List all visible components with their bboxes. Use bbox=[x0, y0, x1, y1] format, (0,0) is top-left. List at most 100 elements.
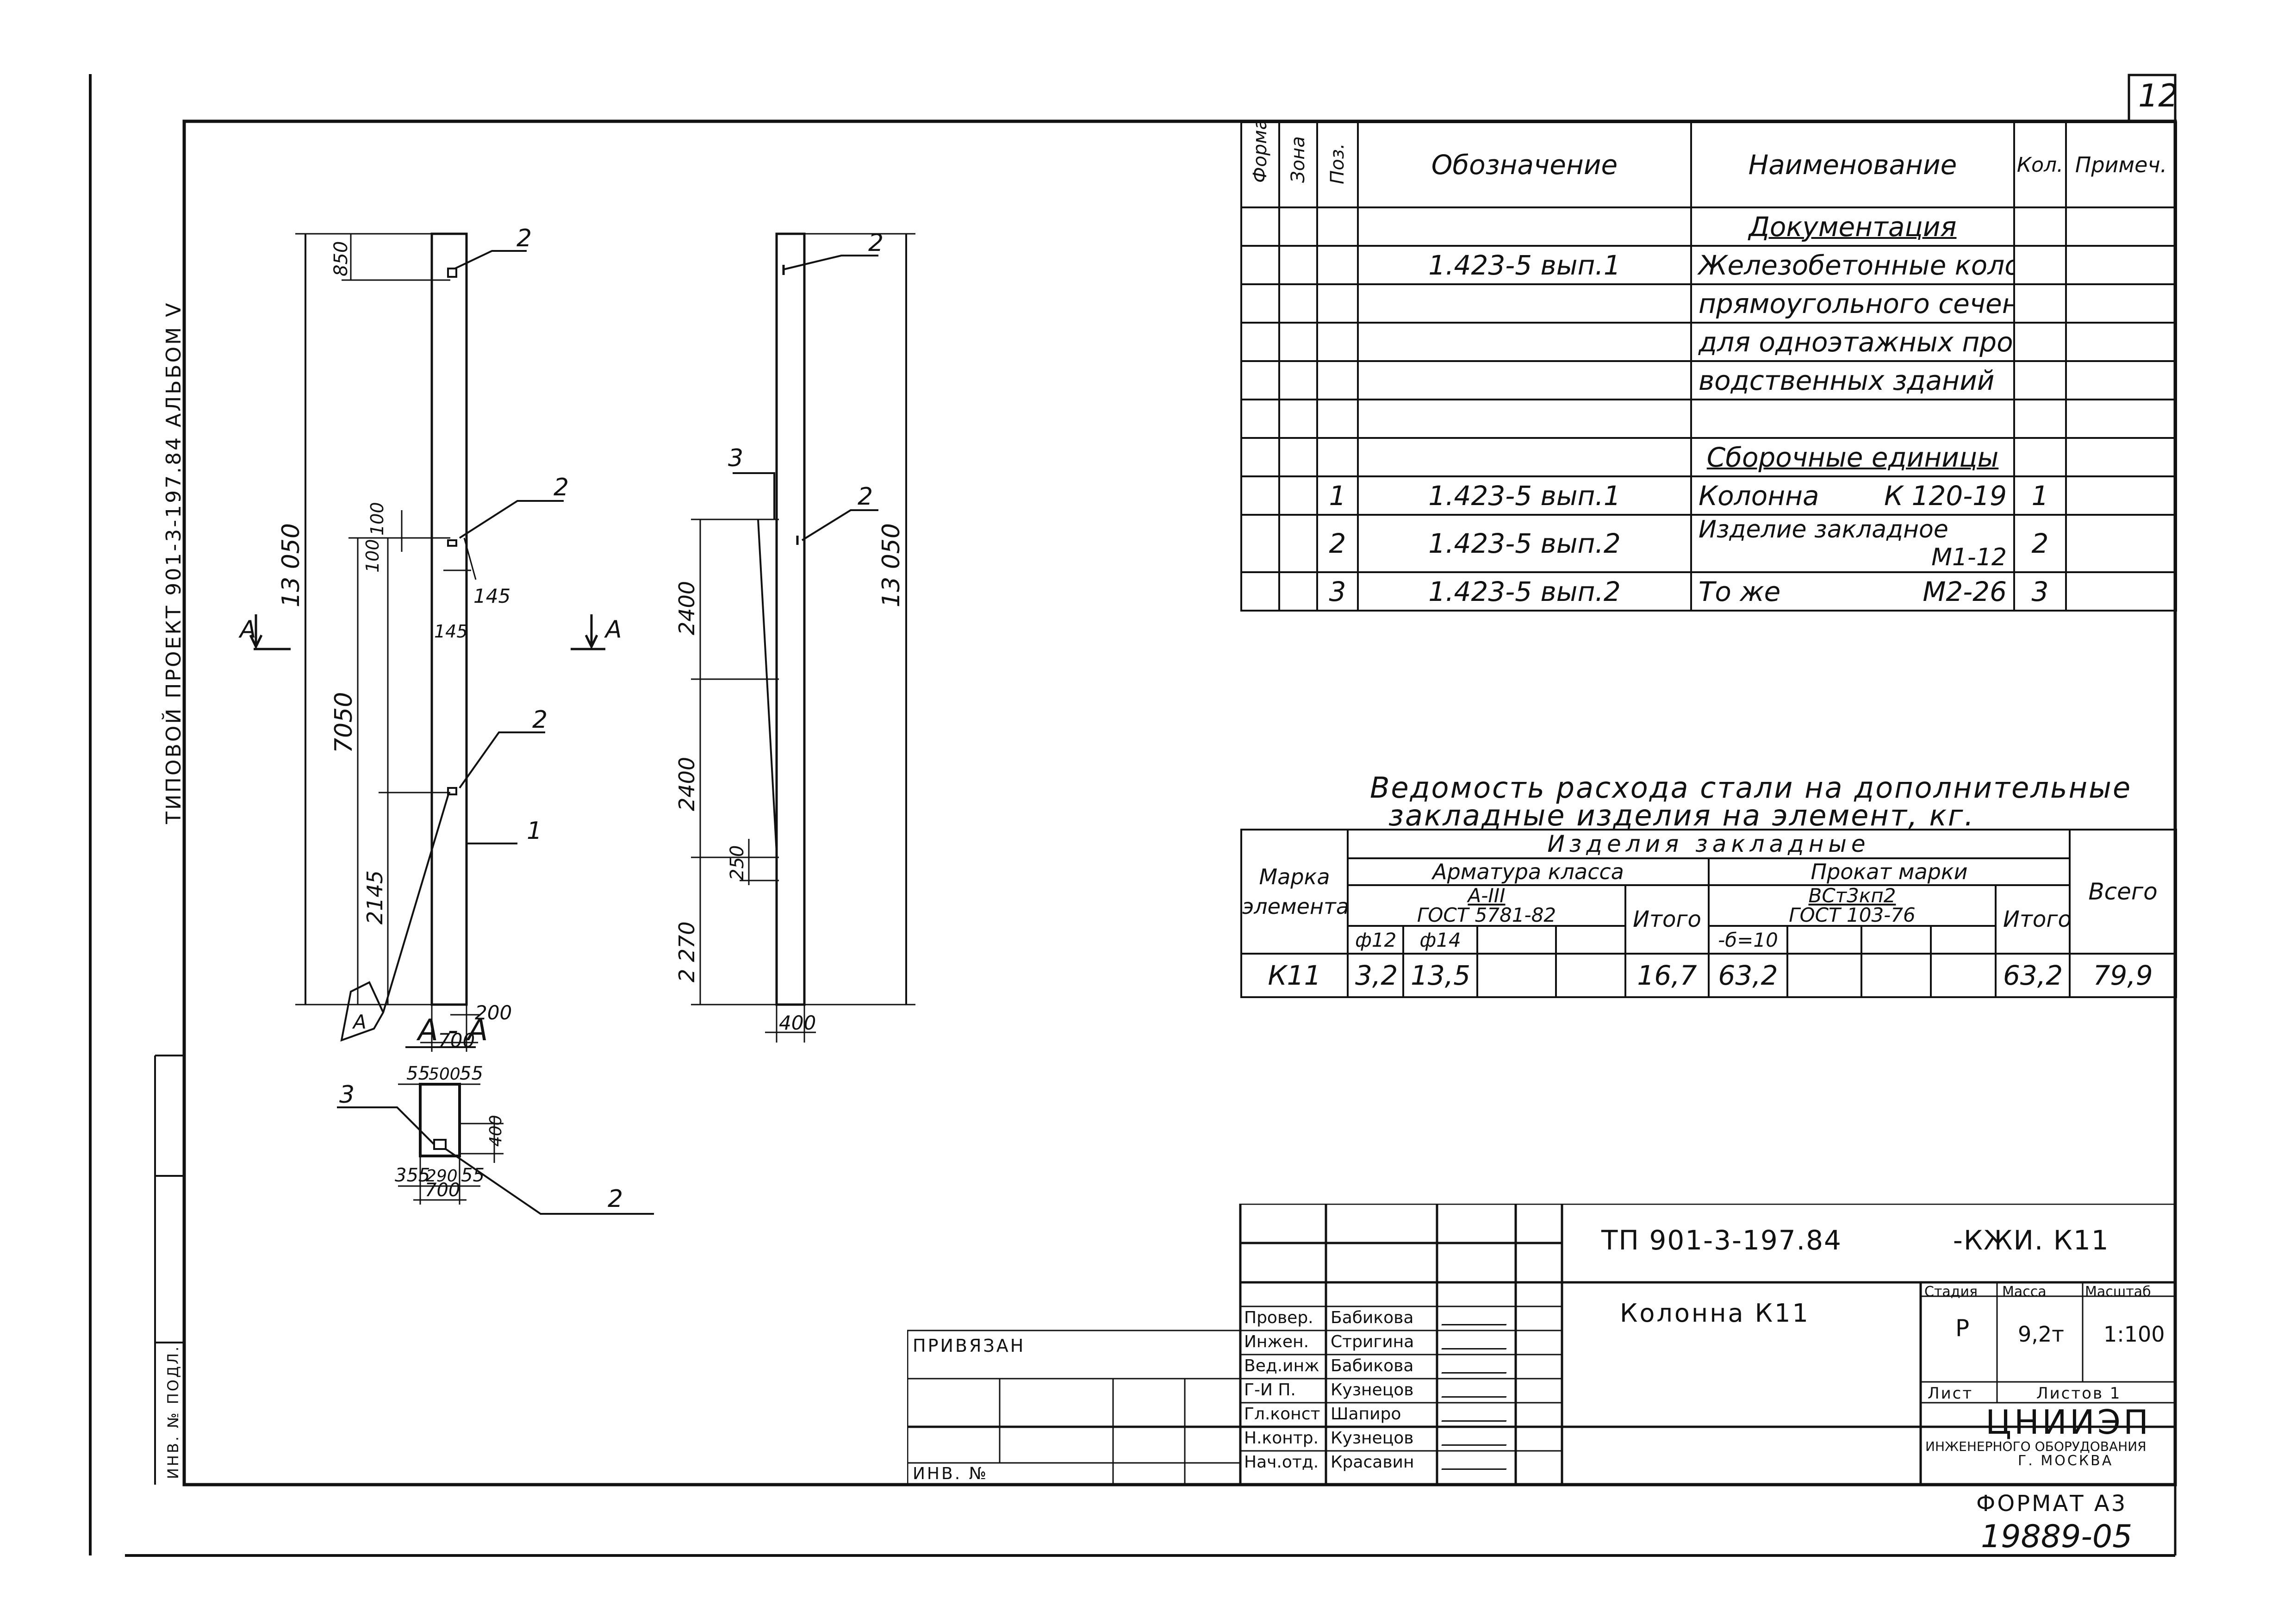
dim-145b: 145 bbox=[434, 621, 468, 642]
sign-role: Н.контр. bbox=[1244, 1429, 1319, 1448]
dim-top: 850 bbox=[330, 241, 352, 276]
steel-row-total1: 16,7 bbox=[1624, 953, 1710, 998]
mass-value: 9,2т bbox=[2018, 1322, 2064, 1347]
dim-400: 400 bbox=[779, 1012, 816, 1034]
spec-item-pos: 2 bbox=[1316, 514, 1359, 573]
dim-2400a: 2400 bbox=[674, 581, 699, 635]
steel-title-line2: закладные изделия на элемент, кг. bbox=[1388, 799, 1975, 832]
label-2-section: 2 bbox=[608, 1185, 623, 1213]
spec-item-designation: 1.423-5 вып.1 bbox=[1357, 475, 1692, 516]
label-2-mid: 2 bbox=[554, 474, 569, 501]
steel-h-all: Всего bbox=[2069, 829, 2178, 955]
signature-mark bbox=[1441, 1311, 1512, 1327]
dim-2270: 2 270 bbox=[674, 921, 699, 982]
sec-55c: 55 bbox=[461, 1165, 485, 1186]
spec-doc-name-line: прямоугольного сечения bbox=[1690, 283, 2015, 324]
sec-290: 290 bbox=[426, 1167, 458, 1186]
doc-code: ТП 901-3-197.84-КЖИ. К11 bbox=[1601, 1224, 2109, 1256]
sign-person: Красавин bbox=[1331, 1453, 1414, 1472]
dim-2145: 2145 bbox=[362, 870, 387, 924]
dim-145a: 145 bbox=[473, 585, 510, 607]
sign-person: Шапиро bbox=[1331, 1405, 1401, 1424]
spec-h-pos: Поз. bbox=[1327, 143, 1348, 184]
sec-700: 700 bbox=[425, 1180, 460, 1201]
spec-item-qty: 2 bbox=[2013, 514, 2067, 573]
spec-item-pos: 1 bbox=[1316, 475, 1359, 516]
sign-role: Вед.инж bbox=[1244, 1356, 1319, 1375]
column-side-view bbox=[775, 232, 806, 1006]
signature-mark bbox=[1441, 1407, 1512, 1424]
steel-row-d14: 13,5 bbox=[1402, 953, 1478, 998]
spec-item-row: 2 1.423-5 вып.2 Изделие закладное М1-12 … bbox=[1240, 514, 2177, 573]
spec-row: 1.423-5 вып.1 Железобетонные колонны bbox=[1240, 245, 2177, 285]
spec-h-format: Формат bbox=[1250, 122, 1271, 183]
spec-doc-name-line: для одноэтажных произ- bbox=[1690, 322, 2015, 362]
scale-header: Масштаб bbox=[2085, 1284, 2151, 1300]
steel-h-group: Изделия закладные bbox=[1346, 829, 2071, 859]
sign-role: Провер. bbox=[1244, 1308, 1313, 1327]
stage-header: Стадия bbox=[1924, 1284, 1978, 1300]
dim-700: 700 bbox=[438, 1029, 475, 1052]
dim-7050: 7050 bbox=[330, 692, 358, 753]
label-2-top: 2 bbox=[516, 225, 532, 252]
steel-row-mark: К11 bbox=[1240, 953, 1349, 998]
cut-a-right: А bbox=[604, 616, 622, 643]
scale-value: 1:100 bbox=[2103, 1322, 2165, 1347]
dim-200: 200 bbox=[475, 1001, 512, 1024]
sec-55a: 55 bbox=[406, 1063, 430, 1084]
spec-row: прямоугольного сечения bbox=[1240, 283, 2177, 324]
spec-item-designation: 1.423-5 вып.2 bbox=[1357, 571, 1692, 612]
embed-part-top bbox=[447, 268, 457, 278]
sign-person: Кузнецов bbox=[1331, 1429, 1414, 1448]
label-1: 1 bbox=[527, 817, 542, 845]
sec-55b: 55 bbox=[460, 1063, 483, 1084]
dim-100a: 100 bbox=[367, 502, 387, 536]
signature-mark bbox=[1441, 1383, 1512, 1399]
spec-row: Сборочные единицы bbox=[1240, 437, 2177, 477]
element-title: Колонна К11 bbox=[1620, 1299, 1810, 1328]
spec-h-zone: Зона bbox=[1288, 136, 1309, 183]
spec-row: Документация bbox=[1240, 206, 2177, 247]
steel-row-total2: 63,2 bbox=[1994, 953, 2071, 998]
mass-header: Масса bbox=[2002, 1284, 2047, 1300]
cut-a-left: А bbox=[238, 616, 256, 643]
spec-row bbox=[1240, 399, 2177, 439]
label-2-low: 2 bbox=[532, 706, 548, 734]
inv-no-label: ИНВ. № bbox=[913, 1464, 989, 1483]
spec-table: Формат Зона Поз. Обозначение Наименовани… bbox=[1240, 121, 2177, 612]
steel-title-line1: Ведомость расхода стали на дополнительны… bbox=[1370, 771, 2132, 805]
sheet-header: Лист bbox=[1928, 1384, 1973, 1403]
steel-h-total2: Итого bbox=[1994, 884, 2071, 955]
dim-250: 250 bbox=[727, 845, 748, 881]
dim-100b: 100 bbox=[362, 539, 383, 573]
spec-h-designation: Обозначение bbox=[1357, 121, 1692, 208]
spec-item-pos: 3 bbox=[1316, 571, 1359, 612]
label-2-side-top: 2 bbox=[868, 229, 884, 257]
spec-section-assembly: Сборочные единицы bbox=[1690, 437, 2015, 477]
archive-number: 19889-05 bbox=[1981, 1518, 2133, 1555]
spec-row: для одноэтажных произ- bbox=[1240, 322, 2177, 362]
stage-value: Р bbox=[1955, 1315, 1970, 1342]
sign-role: Инжен. bbox=[1244, 1332, 1309, 1351]
sign-person: Бабикова bbox=[1331, 1356, 1414, 1375]
dim-height-right: 13 050 bbox=[877, 523, 905, 607]
sign-person: Бабикова bbox=[1331, 1308, 1414, 1327]
sec-500: 500 bbox=[429, 1065, 460, 1084]
signature-mark bbox=[1441, 1335, 1512, 1351]
label-3-section: 3 bbox=[339, 1081, 355, 1109]
cut-a-callout: А bbox=[352, 1011, 367, 1033]
format-label: ФОРМАТ А3 bbox=[1976, 1491, 2128, 1517]
spec-header-row: Формат Зона Поз. Обозначение Наименовани… bbox=[1240, 121, 2177, 208]
steel-h-rolled: Прокат марки bbox=[1707, 857, 2071, 886]
signature-mark bbox=[1441, 1359, 1512, 1375]
dim-2400b: 2400 bbox=[674, 757, 699, 811]
sign-role: Нач.отд. bbox=[1244, 1453, 1319, 1472]
steel-h-plate: -б=10 bbox=[1708, 925, 1788, 955]
sign-person: Кузнецов bbox=[1331, 1380, 1414, 1399]
